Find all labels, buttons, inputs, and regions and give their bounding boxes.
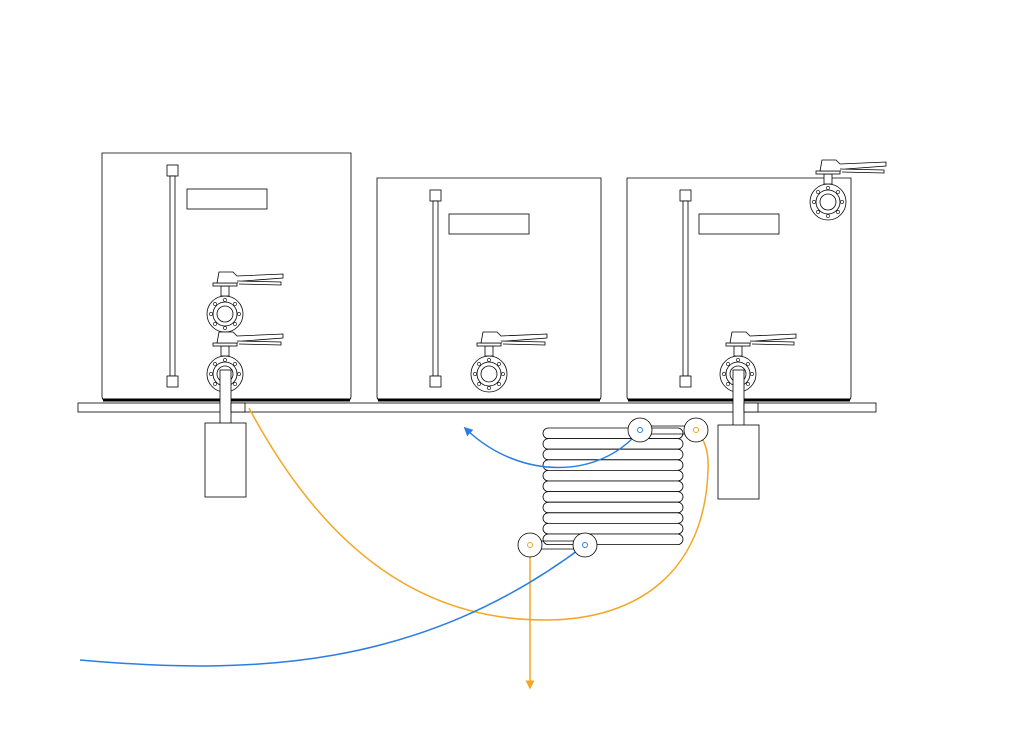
equipment-stand [77, 402, 877, 413]
pump-3[interactable] [717, 424, 760, 500]
sight-glass [429, 189, 442, 388]
sight-glass [679, 189, 692, 388]
tank-3 [626, 159, 887, 500]
chiller-coil-loop [542, 427, 684, 440]
outlet-pipe [732, 369, 745, 427]
chiller-coil-loop [542, 501, 684, 514]
tank-2 [376, 177, 602, 402]
chiller-coil-loop [542, 512, 684, 524]
chiller-ports [517, 417, 709, 558]
chiller-coil-loop [542, 459, 684, 471]
chiller-coil-loop [542, 448, 684, 461]
cold-line-in [79, 542, 589, 667]
pump-1[interactable] [204, 422, 247, 498]
chiller-coil-loop [542, 491, 684, 503]
chiller-coil-loop [542, 533, 684, 546]
tank-label-plate [698, 213, 780, 235]
chiller-coil-loop [542, 523, 684, 535]
tank-1 [101, 152, 352, 498]
sight-glass [166, 164, 179, 388]
cold-line-out [463, 426, 641, 469]
chiller-coil-loop [542, 480, 684, 493]
counterflow-chiller [530, 425, 696, 550]
chiller-coil-loop [542, 438, 684, 450]
hot-line-to-chiller [248, 407, 709, 621]
tank-label-plate [448, 213, 530, 235]
outlet-pipe [219, 369, 232, 425]
chiller-coil-loop [542, 469, 684, 482]
tank-label-plate [186, 188, 268, 210]
